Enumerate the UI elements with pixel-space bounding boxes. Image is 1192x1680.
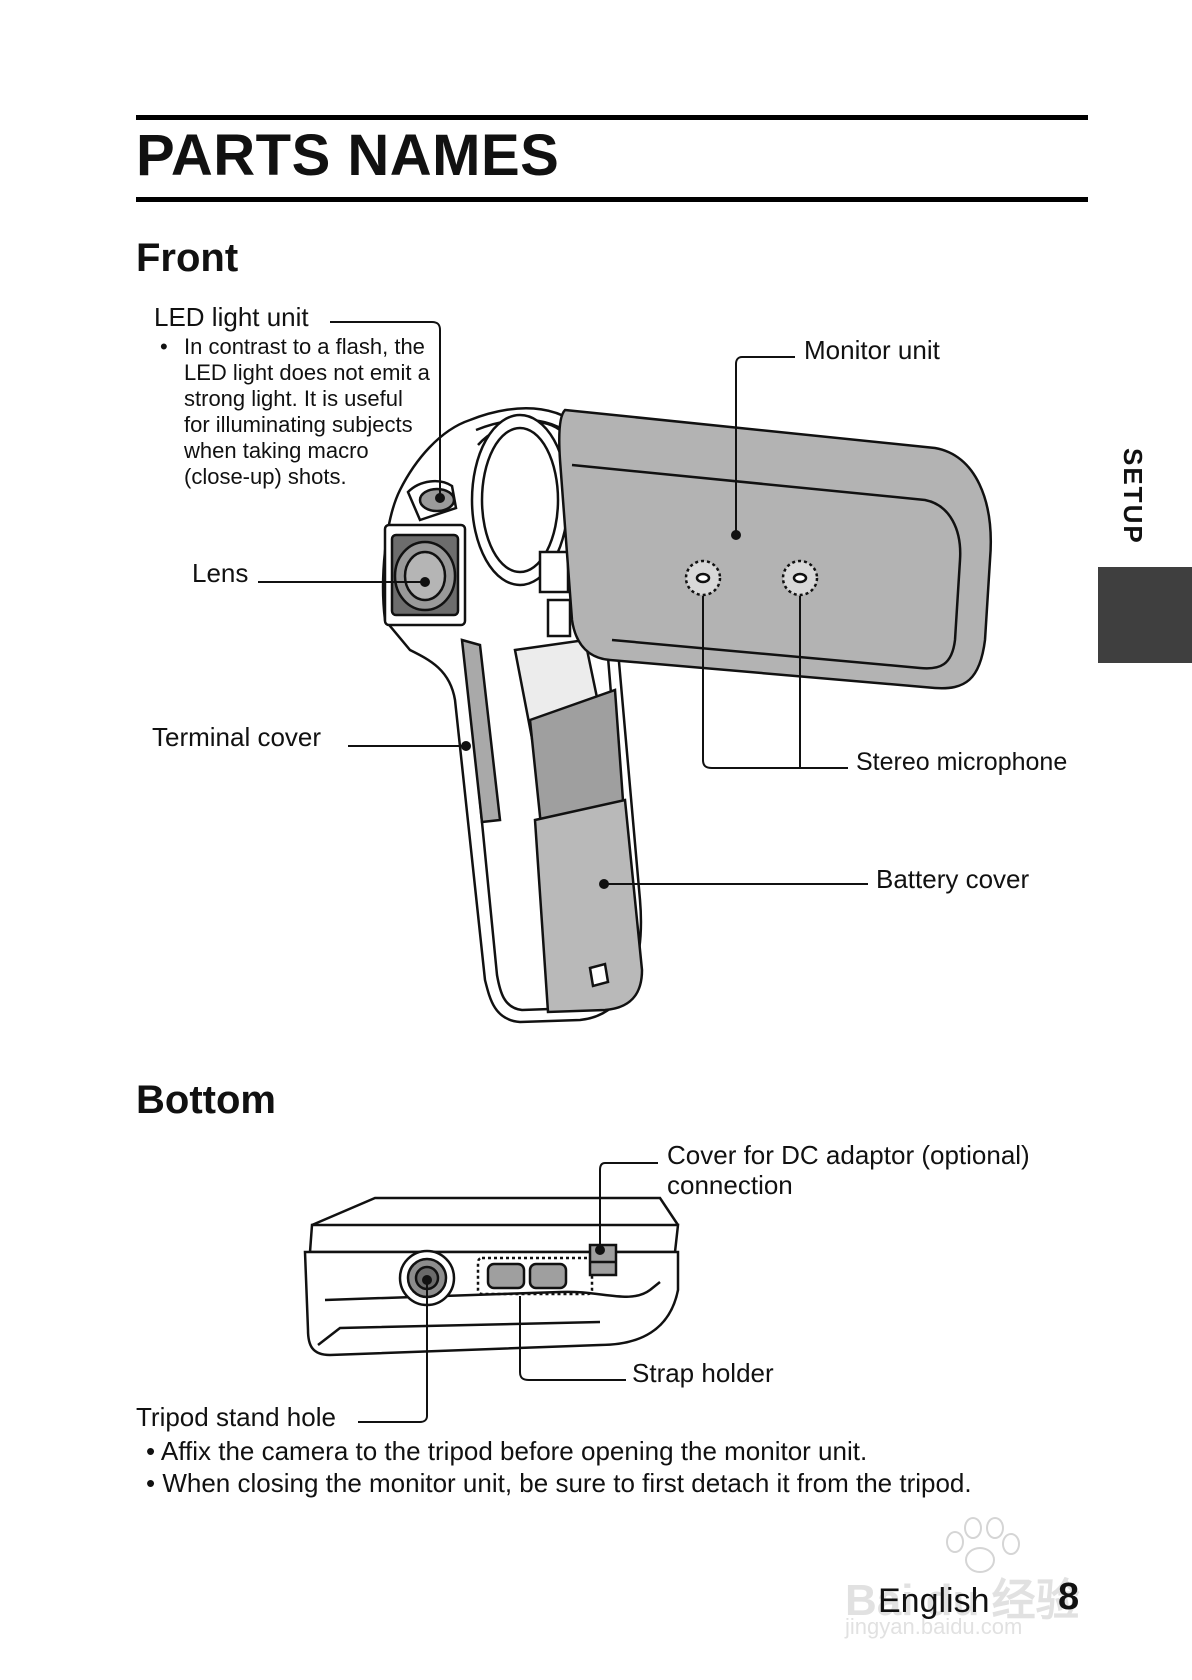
title-top-rule <box>136 115 1088 120</box>
page-number: 8 <box>1058 1576 1080 1618</box>
battery-cover-label: Battery cover <box>876 864 1030 894</box>
tripod-bullet-2-text: When closing the monitor unit, be sure t… <box>162 1468 972 1498</box>
dc-adaptor-cover-label: Cover for DC adaptor (optional) connecti… <box>667 1140 1030 1200</box>
camera-bottom-illustration <box>303 1196 680 1357</box>
baidu-watermark: Bai du 经验 jingyan.baidu.com <box>845 1512 1115 1652</box>
monitor-unit-label: Monitor unit <box>804 335 940 365</box>
bullet-icon: • <box>146 1436 156 1466</box>
bullet-icon: • <box>146 1468 156 1498</box>
watermark-subtext: jingyan.baidu.com <box>845 1614 1023 1639</box>
led-light-note: • In contrast to a flash, the LED light … <box>160 334 430 490</box>
strap-holder-label: Strap holder <box>632 1358 774 1388</box>
tripod-bullet-2: • When closing the monitor unit, be sure… <box>146 1468 972 1499</box>
front-leader-lines <box>258 321 868 889</box>
camera-front-illustration <box>381 407 992 1024</box>
led-light-note-text: In contrast to a flash, the LED light do… <box>184 334 430 489</box>
tripod-hole-label: Tripod stand hole <box>136 1402 336 1432</box>
bullet-icon: • <box>160 334 168 359</box>
bottom-leader-lines <box>358 1162 658 1423</box>
front-heading: Front <box>136 236 239 280</box>
tripod-bullet-1: • Affix the camera to the tripod before … <box>146 1436 867 1467</box>
bottom-heading: Bottom <box>136 1078 276 1122</box>
paw-icon <box>946 1517 1020 1573</box>
tripod-bullet-1-text: Affix the camera to the tripod before op… <box>160 1436 868 1466</box>
watermark-text: Bai du 经验 <box>845 1576 1080 1625</box>
section-tab-label: SETUP <box>1118 448 1148 545</box>
stereo-microphone-label: Stereo microphone <box>856 748 1068 776</box>
title-bottom-rule <box>136 197 1088 202</box>
led-light-label: LED light unit <box>154 302 309 332</box>
footer-language: English <box>878 1582 990 1620</box>
lens-label: Lens <box>192 558 249 588</box>
section-tab-marker <box>1098 567 1192 663</box>
terminal-cover-label: Terminal cover <box>152 722 322 752</box>
page-title: PARTS NAMES <box>136 123 560 188</box>
